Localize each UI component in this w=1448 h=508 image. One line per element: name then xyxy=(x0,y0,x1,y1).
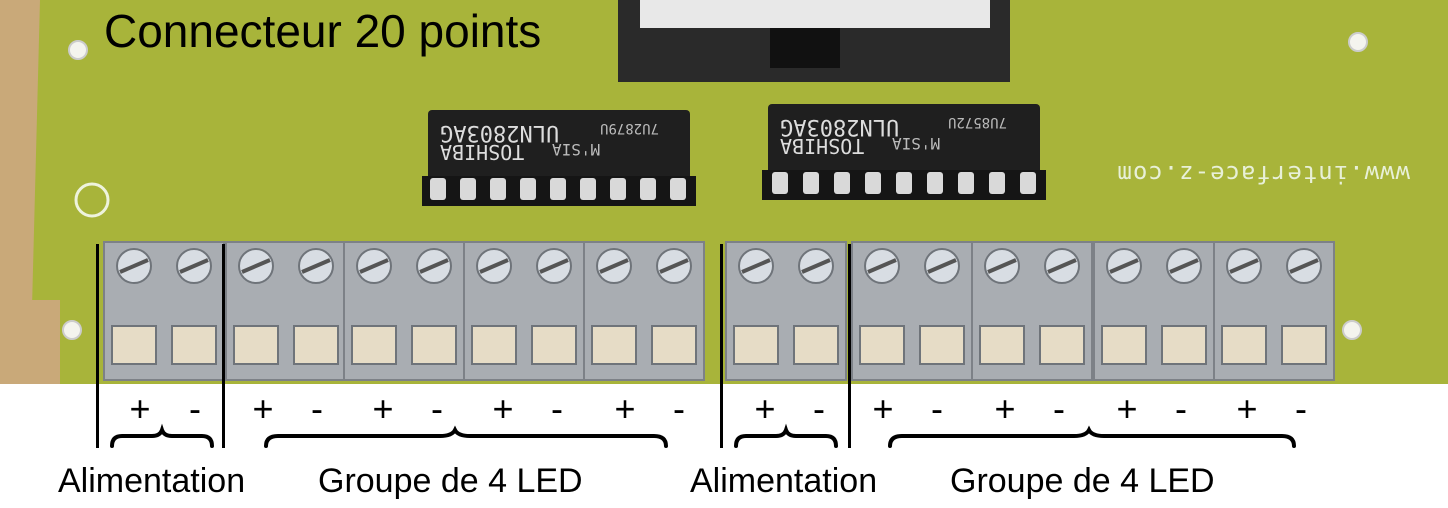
terminal-socket xyxy=(793,325,839,365)
group-label-led: Groupe de 4 LED xyxy=(950,462,1215,500)
brace-alimentation-1 xyxy=(110,423,214,448)
chip-pin xyxy=(865,172,881,194)
terminal-blocks xyxy=(103,241,1335,381)
terminal-socket xyxy=(1101,325,1147,365)
chip-2-origin: M'SIA xyxy=(892,134,941,153)
polarity-minus: - xyxy=(311,388,323,429)
polarity-plus: + xyxy=(129,388,151,429)
terminal-socket xyxy=(111,325,157,365)
terminal-socket xyxy=(351,325,397,365)
terminal-socket xyxy=(1161,325,1207,365)
chip-pin xyxy=(550,178,566,200)
terminal-socket xyxy=(859,325,905,365)
polarity-plus: + xyxy=(754,388,776,429)
terminal-socket xyxy=(1221,325,1267,365)
chip-pin xyxy=(580,178,596,200)
website-silkscreen: www.interface-z.com xyxy=(1116,160,1410,188)
polarity-minus: - xyxy=(931,388,943,429)
polarity-plus: + xyxy=(372,388,394,429)
chip-pin xyxy=(640,178,656,200)
terminal-block xyxy=(1213,241,1335,381)
group-label-alimentation: Alimentation xyxy=(58,462,246,500)
separator-line xyxy=(96,244,99,448)
terminal-socket xyxy=(293,325,339,365)
polarity-minus: - xyxy=(431,388,443,429)
terminal-socket xyxy=(1281,325,1327,365)
brace-led-group-2 xyxy=(888,425,1296,448)
terminal-socket xyxy=(651,325,697,365)
group-label-led: Groupe de 4 LED xyxy=(318,462,583,500)
terminal-block xyxy=(1093,241,1215,381)
polarity-minus: - xyxy=(1053,388,1065,429)
terminal-socket xyxy=(411,325,457,365)
terminal-socket xyxy=(979,325,1025,365)
chip-pin xyxy=(834,172,850,194)
chip-pin xyxy=(927,172,943,194)
chip-1-code: 7U2879U xyxy=(600,120,660,136)
terminal-socket xyxy=(919,325,965,365)
terminal-block xyxy=(225,241,347,381)
separator-line xyxy=(848,244,851,448)
chip-pin xyxy=(958,172,974,194)
connector-label: Connecteur 20 points xyxy=(104,5,542,57)
brace-alimentation-2 xyxy=(734,423,838,448)
chip-pin xyxy=(610,178,626,200)
group-braces xyxy=(110,423,1296,448)
pcb-photo: Connecteur 20 points www.interface-z.com… xyxy=(0,0,1448,384)
terminal-block xyxy=(851,241,973,381)
chip-pin xyxy=(490,178,506,200)
chip-pin xyxy=(989,172,1005,194)
terminal-block xyxy=(725,241,847,381)
pcb-board-graphic xyxy=(0,0,1448,384)
z-logo xyxy=(74,182,110,218)
terminal-socket xyxy=(591,325,637,365)
polarity-plus: + xyxy=(872,388,894,429)
annotation-area xyxy=(0,384,1448,508)
terminal-socket xyxy=(531,325,577,365)
polarity-plus: + xyxy=(994,388,1016,429)
separator-line xyxy=(222,244,225,448)
chip-1-brand: TOSHIBA xyxy=(440,140,525,164)
terminal-block xyxy=(583,241,705,381)
chip-pin xyxy=(670,178,686,200)
terminal-socket xyxy=(171,325,217,365)
chip-pin xyxy=(803,172,819,194)
chip-pin xyxy=(1020,172,1036,194)
terminal-socket xyxy=(1039,325,1085,365)
terminal-socket xyxy=(471,325,517,365)
polarity-plus: + xyxy=(252,388,274,429)
group-label-alimentation: Alimentation xyxy=(690,462,878,500)
polarity-minus: - xyxy=(189,388,201,429)
polarity-plus: + xyxy=(1116,388,1138,429)
polarity-plus: + xyxy=(1236,388,1258,429)
chip-2-brand: TOSHIBA xyxy=(780,134,865,158)
terminal-block xyxy=(463,241,585,381)
polarity-minus: - xyxy=(813,388,825,429)
polarity-minus: - xyxy=(673,388,685,429)
chip-pin xyxy=(520,178,536,200)
chip-pins xyxy=(430,172,1036,200)
polarity-minus: - xyxy=(1175,388,1187,429)
polarity-plus: + xyxy=(614,388,636,429)
chip-2-code: 7U8572U xyxy=(948,114,1008,130)
separator-line xyxy=(720,244,723,448)
mounting-holes xyxy=(62,32,1368,340)
chip-1-origin: M'SIA xyxy=(552,140,601,159)
chip-pin xyxy=(896,172,912,194)
terminal-block xyxy=(343,241,465,381)
polarity-minus: - xyxy=(551,388,563,429)
wood-surface xyxy=(0,300,60,384)
chip-pin xyxy=(772,172,788,194)
brace-led-group-1 xyxy=(264,425,668,448)
polarity-minus: - xyxy=(1295,388,1307,429)
chip-pin xyxy=(430,178,446,200)
terminal-socket xyxy=(233,325,279,365)
terminal-block xyxy=(971,241,1093,381)
terminal-socket xyxy=(733,325,779,365)
terminal-block xyxy=(103,241,225,381)
polarity-plus: + xyxy=(492,388,514,429)
chip-pin xyxy=(460,178,476,200)
